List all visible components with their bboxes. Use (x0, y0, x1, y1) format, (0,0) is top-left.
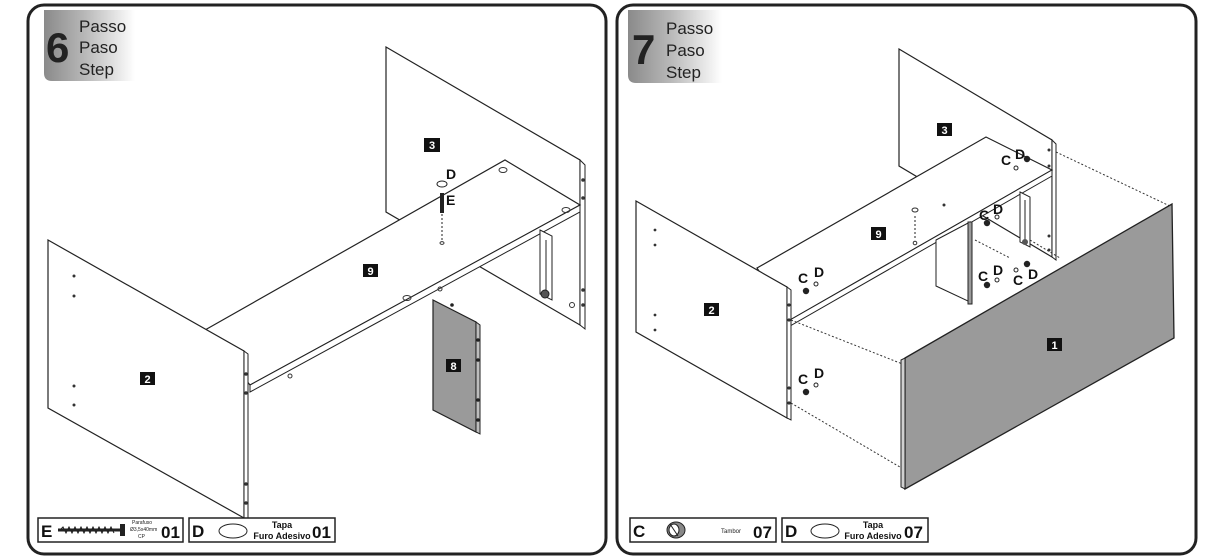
step-6-word-en: Step (79, 60, 114, 79)
legend-d-desc-1: Tapa (272, 520, 293, 530)
step-6-label-2: 2 (144, 374, 150, 386)
step-7-label-3: 3 (941, 125, 947, 137)
step-7-slide-rail (1019, 191, 1031, 248)
cam-lock-icon (983, 219, 991, 227)
legend-e-desc-3: CP (138, 534, 146, 540)
step-6-label-9: 9 (367, 266, 373, 278)
step-6-word-es: Paso (79, 38, 118, 57)
cap-icon (218, 523, 248, 539)
step-7-panel-1 (900, 202, 1175, 491)
screw-icon (440, 193, 444, 213)
step-7-label-9: 9 (875, 229, 881, 241)
step-7-legend-d: D Tapa Furo Adesivo 07 (781, 517, 929, 543)
step-7-label-1: 1 (1051, 340, 1057, 352)
cam-lock-icon (1023, 260, 1031, 268)
step-6-callout-d: D (446, 166, 456, 182)
legend-d-letter: D (192, 522, 204, 541)
legend-d-desc-2: Furo Adesivo (253, 531, 311, 541)
legend-d-qty: 01 (312, 523, 331, 542)
step-7-callout-c: C (1001, 152, 1011, 168)
legend-e-letter: E (41, 522, 52, 541)
cap-icon (1013, 165, 1019, 171)
step-7-callout-c: C (1013, 272, 1023, 288)
step-7-callout-d: D (814, 365, 824, 381)
step-7-callout-d: D (993, 262, 1003, 278)
step-6-part-labels: 3 9 2 8 (140, 138, 461, 386)
step-6-panel: 6 Passo Paso Step (26, 3, 608, 556)
step-7-number: 7 (632, 26, 655, 73)
legend-c-desc: Tambor (721, 529, 741, 535)
step-6-word-pt: Passo (79, 17, 126, 36)
cap-icon (813, 382, 819, 388)
step-6-badge: 6 Passo Paso Step (44, 10, 135, 81)
step-6-number: 6 (46, 24, 69, 71)
legend-d-letter: D (785, 522, 797, 541)
cap-icon (436, 180, 448, 188)
legend-e-desc-1: Parafuso (132, 520, 152, 526)
step-7-callout-d: D (1028, 266, 1038, 282)
cap-icon (810, 523, 840, 539)
cap-icon (813, 281, 819, 287)
cap-icon (994, 214, 1000, 220)
step-6-screw-callout: D E (436, 166, 456, 240)
step-7-callouts: C D C D C D C D C D C D (798, 146, 1038, 387)
step-6-legend-d: D Tapa Furo Adesivo 01 (188, 517, 336, 543)
step-7-badge: 7 Passo Paso Step (628, 10, 722, 83)
step-6-panel-9 (204, 159, 582, 393)
legend-d-desc-1: Tapa (863, 520, 884, 530)
legend-c-qty: 07 (753, 523, 772, 542)
step-6-legend-e: E Parafuso Ø3,5x40mm CP 01 (37, 517, 184, 543)
step-7-callout-c: C (978, 268, 988, 284)
step-7-callout-c: C (798, 270, 808, 286)
cap-icon (994, 277, 1000, 283)
legend-e-desc-2: Ø3,5x40mm (130, 527, 157, 533)
step-7-divider (935, 221, 973, 305)
legend-c-letter: C (633, 522, 645, 541)
step-6-label-3: 3 (429, 140, 435, 152)
step-7-label-2: 2 (708, 305, 714, 317)
step-7-callout-c: C (798, 371, 808, 387)
step-7-word-pt: Passo (666, 19, 713, 38)
step-7-legend-c: C Tambor 07 (629, 517, 777, 543)
step-7-part-labels: 3 9 2 1 (704, 123, 1062, 352)
legend-e-qty: 01 (161, 523, 180, 542)
legend-d-qty: 07 (904, 523, 923, 542)
cam-lock-icon (802, 388, 810, 396)
step-6-callout-e: E (446, 192, 455, 208)
cam-lock-icon (802, 287, 810, 295)
legend-d-desc-2: Furo Adesivo (844, 531, 902, 541)
step-7-callout-d: D (1015, 146, 1025, 162)
cap-icon (1013, 267, 1019, 273)
step-7-word-es: Paso (666, 41, 705, 60)
step-7-panel: 7 Passo Paso Step (615, 3, 1198, 556)
screw-icon (58, 524, 125, 536)
step-7-hardware (802, 155, 1031, 396)
step-7-guide-lines (790, 151, 1173, 471)
cam-lock-icon (666, 521, 686, 539)
cam-lock-icon (1023, 155, 1031, 163)
step-7-callout-d: D (993, 201, 1003, 217)
step-7-callout-c: C (979, 207, 989, 223)
step-6-label-8: 8 (450, 361, 456, 373)
step-6-slide-rail (539, 229, 553, 301)
step-7-word-en: Step (666, 63, 701, 82)
cam-lock-icon (983, 281, 991, 289)
step-7-callout-d: D (814, 264, 824, 280)
